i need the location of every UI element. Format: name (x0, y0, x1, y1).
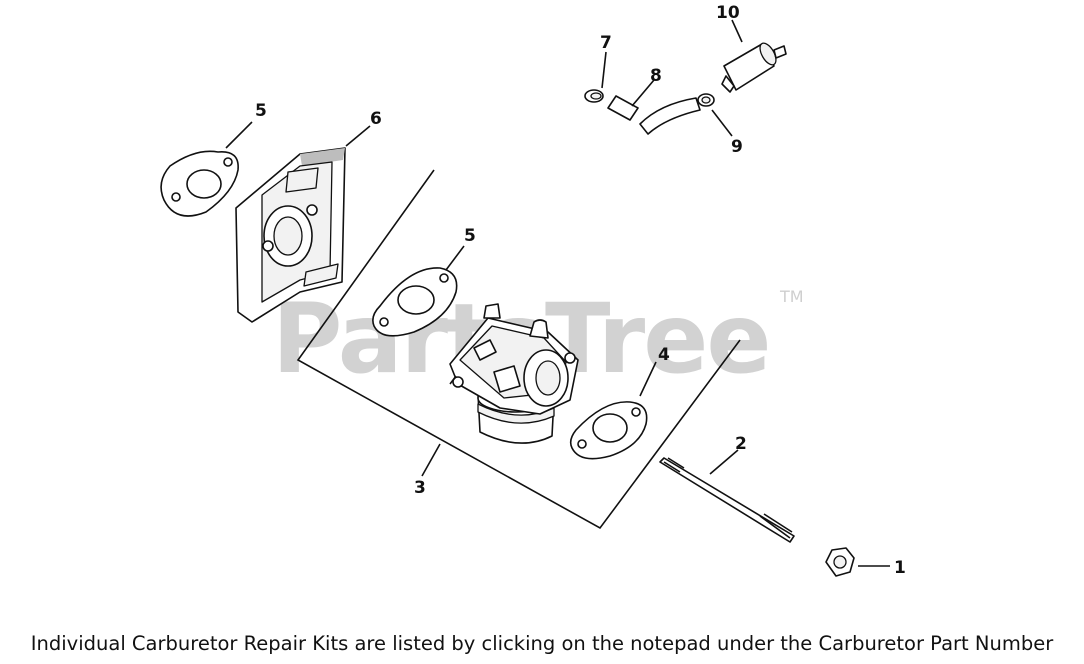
callout-9[interactable]: 9 (731, 137, 743, 157)
part-3-carburetor[interactable] (449, 303, 579, 444)
callout-10[interactable]: 10 (716, 3, 740, 23)
callout-5-middle[interactable]: 5 (464, 226, 476, 246)
part-4-gasket[interactable] (569, 401, 648, 460)
part-1-nut[interactable] (825, 547, 855, 577)
part-6-air-cleaner-base[interactable] (235, 147, 346, 323)
callout-2[interactable]: 2 (735, 434, 747, 454)
callout-5-upper[interactable]: 5 (255, 101, 267, 121)
callout-6[interactable]: 6 (370, 109, 382, 129)
part-9-clamp[interactable] (697, 93, 715, 107)
watermark-trademark: TM (779, 287, 804, 306)
leader-lines (225, 19, 890, 567)
part-7-clamp[interactable] (584, 89, 604, 103)
part-2-stud[interactable] (659, 457, 795, 543)
callout-3[interactable]: 3 (414, 478, 426, 498)
part-5-gasket-upper[interactable] (160, 150, 239, 217)
carburetor-kit-caption: Individual Carburetor Repair Kits are li… (30, 632, 1054, 655)
callout-4[interactable]: 4 (658, 345, 670, 365)
part-8-fuel-line[interactable] (607, 95, 701, 135)
part-5-gasket-middle[interactable] (372, 267, 458, 337)
callout-8[interactable]: 8 (650, 66, 662, 86)
callout-1[interactable]: 1 (894, 558, 906, 578)
carburetor-kit-bracket (296, 169, 741, 530)
part-10-fuel-filter[interactable] (721, 41, 787, 93)
callout-numbers: 1 2 3 4 5 5 6 7 8 9 10 (255, 3, 906, 578)
callout-7[interactable]: 7 (600, 33, 612, 53)
